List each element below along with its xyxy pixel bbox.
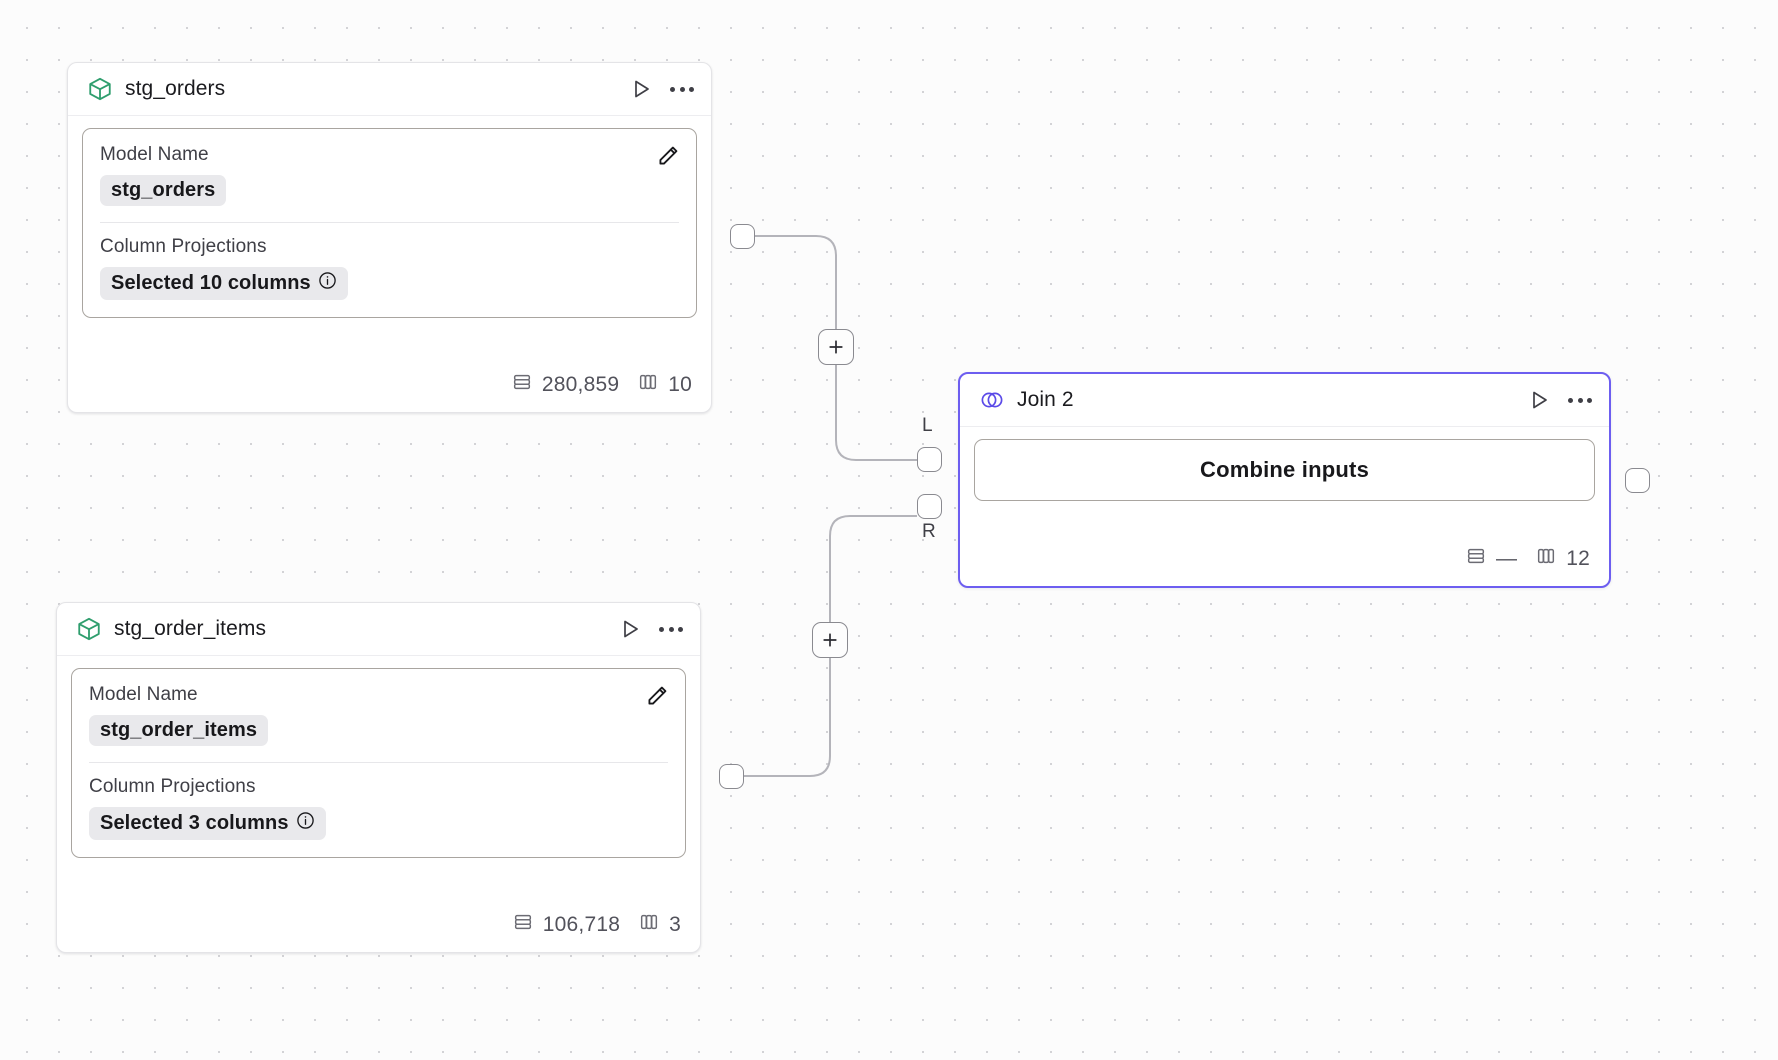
output-port-stg-order-items[interactable] xyxy=(719,764,744,789)
columns-icon xyxy=(637,371,659,399)
node-header: stg_order_items xyxy=(57,603,700,656)
column-count-stat: 10 xyxy=(637,371,692,399)
output-port-join-2[interactable] xyxy=(1625,468,1650,493)
node-stg-orders[interactable]: stg_orders Model Name st xyxy=(67,62,712,413)
column-projections-label: Column Projections xyxy=(89,776,256,797)
node-body: Model Name stg_orders Column Projections… xyxy=(68,116,711,318)
column-count-value: 12 xyxy=(1566,547,1590,570)
edit-pencil-icon[interactable] xyxy=(655,143,681,174)
column-projections-value[interactable]: Selected 10 columns xyxy=(100,267,348,300)
model-name-value[interactable]: stg_order_items xyxy=(89,715,269,746)
node-footer: — 12 xyxy=(960,532,1609,586)
row-count-value: — xyxy=(1496,547,1518,570)
panel-divider xyxy=(89,762,668,763)
node-header: stg_orders xyxy=(68,63,711,116)
venn-join-icon xyxy=(979,387,1005,413)
rows-icon xyxy=(512,911,534,939)
info-icon[interactable] xyxy=(296,811,315,836)
row-count-stat: 280,859 xyxy=(511,371,619,399)
rows-icon xyxy=(1465,545,1487,573)
panel-divider xyxy=(100,222,679,223)
node-footer: 106,718 3 xyxy=(57,898,700,952)
combine-inputs-button[interactable]: Combine inputs xyxy=(974,439,1595,501)
input-port-left-label: L xyxy=(922,415,933,436)
row-count-stat: — xyxy=(1465,545,1517,573)
add-node-button-edge-2[interactable] xyxy=(812,622,848,658)
model-config-panel: Model Name stg_orders Column Projections… xyxy=(82,128,697,318)
row-count-value: 280,859 xyxy=(541,373,620,396)
run-button[interactable] xyxy=(629,77,653,101)
column-count-value: 3 xyxy=(669,913,681,936)
column-projections-label: Column Projections xyxy=(100,236,267,257)
columns-icon xyxy=(638,911,660,939)
cube-icon xyxy=(87,76,113,102)
input-port-right-label: R xyxy=(922,521,936,542)
columns-icon xyxy=(1535,545,1557,573)
node-stg-order-items[interactable]: stg_order_items Model Name xyxy=(56,602,701,953)
node-footer: 280,859 10 xyxy=(68,358,711,412)
more-options-icon[interactable] xyxy=(659,619,683,639)
node-join-2[interactable]: Join 2 Combine inputs xyxy=(958,372,1611,588)
column-count-value: 10 xyxy=(668,373,692,396)
more-options-icon[interactable] xyxy=(670,79,694,99)
output-port-stg-orders[interactable] xyxy=(730,224,755,249)
node-title: Join 2 xyxy=(1017,388,1074,411)
column-projections-text: Selected 10 columns xyxy=(111,272,311,294)
column-projections-value[interactable]: Selected 3 columns xyxy=(89,807,326,840)
input-port-join-right[interactable] xyxy=(917,494,942,519)
node-header: Join 2 xyxy=(960,374,1609,427)
edit-pencil-icon[interactable] xyxy=(644,683,670,714)
row-count-value: 106,718 xyxy=(542,913,621,936)
rows-icon xyxy=(511,371,533,399)
model-config-panel: Model Name stg_order_items Column Projec… xyxy=(71,668,686,858)
row-count-stat: 106,718 xyxy=(512,911,620,939)
column-count-stat: 12 xyxy=(1535,545,1590,573)
node-title: stg_order_items xyxy=(114,617,267,640)
run-button[interactable] xyxy=(618,617,642,641)
column-projections-text: Selected 3 columns xyxy=(100,812,289,834)
cube-icon xyxy=(76,616,102,642)
more-options-icon[interactable] xyxy=(1568,390,1592,410)
model-name-value[interactable]: stg_orders xyxy=(100,175,227,206)
node-body: Combine inputs xyxy=(960,427,1609,501)
info-icon[interactable] xyxy=(318,271,337,296)
run-button[interactable] xyxy=(1527,388,1551,412)
node-title: stg_orders xyxy=(125,77,226,100)
column-count-stat: 3 xyxy=(638,911,681,939)
input-port-join-left[interactable] xyxy=(917,447,942,472)
add-node-button-edge-1[interactable] xyxy=(818,329,854,365)
model-name-label: Model Name xyxy=(89,684,198,705)
model-name-label: Model Name xyxy=(100,144,209,165)
node-body: Model Name stg_order_items Column Projec… xyxy=(57,656,700,858)
